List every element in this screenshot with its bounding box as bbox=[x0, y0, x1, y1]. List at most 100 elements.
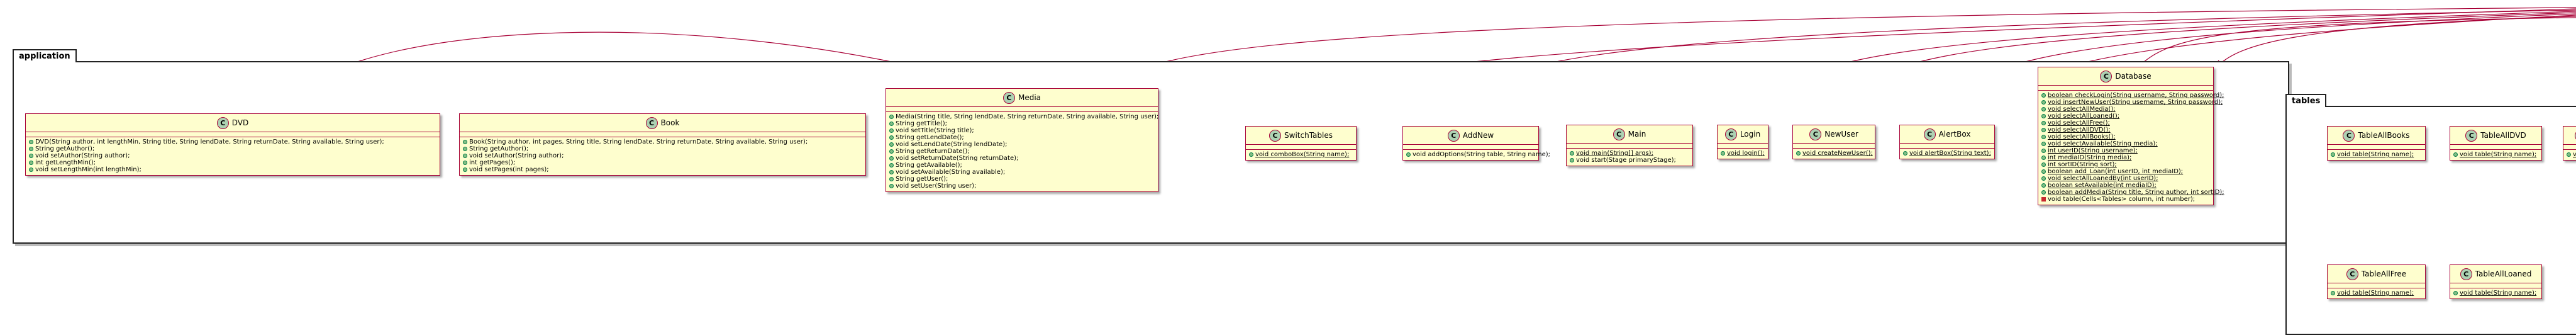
class-name: TableAllBooks bbox=[2358, 131, 2410, 140]
method-text: Book(String author, int pages, String ti… bbox=[469, 139, 808, 145]
method-row: void table(String name); bbox=[2331, 290, 2422, 297]
method-text: void setTitle(String title); bbox=[896, 127, 974, 134]
public-marker-icon bbox=[2041, 190, 2046, 195]
class-icon: C bbox=[1724, 128, 1737, 140]
public-marker-icon bbox=[29, 168, 33, 172]
method-text: void setUser(String user); bbox=[896, 183, 977, 190]
public-marker-icon bbox=[463, 161, 467, 165]
public-marker-icon bbox=[889, 156, 894, 161]
public-marker-icon bbox=[2041, 183, 2046, 188]
public-marker-icon bbox=[2041, 142, 2046, 146]
method-text: DVD(String author, int lengthMin, String… bbox=[35, 139, 384, 145]
method-row: void alertBox(String text); bbox=[1903, 150, 1991, 157]
class-name: NewUser bbox=[1824, 130, 1858, 139]
class-icon: C bbox=[216, 116, 229, 129]
method-row: void selectAllFree(); bbox=[2041, 120, 2210, 127]
method-row: boolean addMedia(String title, String au… bbox=[2041, 189, 2224, 196]
method-text: String getAuthor(); bbox=[35, 145, 95, 152]
class-methods: void createNewUser(); bbox=[1793, 149, 1875, 159]
method-text: void selectAvailable(String media); bbox=[2048, 140, 2158, 147]
class-fields bbox=[1567, 144, 1692, 149]
public-marker-icon bbox=[1570, 158, 1574, 162]
class-name: AlertBox bbox=[1938, 130, 1971, 139]
method-text: Media(String title, String lendDate, Str… bbox=[896, 113, 1159, 120]
class-icon: C bbox=[2460, 268, 2472, 280]
method-row: void selectAllBooks(); bbox=[2041, 133, 2210, 140]
public-marker-icon bbox=[1406, 152, 1411, 157]
method-row: int sortID(String sort); bbox=[2041, 161, 2210, 168]
class-tableallmedia[interactable]: Cvo bbox=[2563, 126, 2576, 161]
method-text: String getAvailable(); bbox=[896, 162, 962, 169]
method-row: int getPages(); bbox=[463, 159, 862, 166]
public-marker-icon bbox=[1249, 152, 1253, 157]
class-icon: C bbox=[2346, 268, 2358, 280]
method-row: int mediaID(String media); bbox=[2041, 154, 2210, 161]
method-text: String getLendDate(); bbox=[896, 134, 964, 141]
method-text: void createNewUser(); bbox=[1802, 150, 1873, 157]
class-fields bbox=[2038, 86, 2213, 91]
method-text: String getTitle(); bbox=[896, 120, 948, 127]
method-text: String getUser(); bbox=[896, 176, 948, 183]
method-text: void table(String name); bbox=[2460, 151, 2537, 158]
method-row: void setLendDate(String lendDate); bbox=[889, 141, 1155, 148]
public-marker-icon bbox=[463, 154, 467, 158]
method-text: void setReturnDate(String returnDate); bbox=[896, 155, 1019, 162]
public-marker-icon bbox=[2041, 93, 2046, 98]
public-marker-icon bbox=[29, 161, 33, 165]
method-text: void comboBox(String name); bbox=[1255, 151, 1350, 158]
method-row: vo bbox=[2567, 151, 2576, 158]
method-text: int userID(String username); bbox=[2048, 147, 2138, 154]
method-row: void setAuthor(String author); bbox=[463, 152, 862, 159]
class-methods: void table(String name); bbox=[2450, 150, 2541, 160]
public-marker-icon bbox=[1903, 151, 1907, 156]
class-fields bbox=[1718, 144, 1768, 149]
method-text: int sortID(String sort); bbox=[2048, 161, 2117, 168]
public-marker-icon bbox=[889, 128, 894, 133]
method-row: int userID(String username); bbox=[2041, 147, 2210, 154]
method-row: void selectAllMedia(); bbox=[2041, 106, 2210, 113]
public-marker-icon bbox=[2331, 152, 2335, 157]
method-row: String getAuthor(); bbox=[29, 145, 436, 152]
method-text: void addOptions(String table, String nam… bbox=[1413, 151, 1551, 158]
class-methods: void table(String name); bbox=[2328, 150, 2425, 160]
method-row: void selectAllLoanedBy(int userID); bbox=[2041, 175, 2210, 182]
method-text: void selectAllDVD(); bbox=[2048, 127, 2111, 133]
class-icon: C bbox=[2465, 129, 2478, 142]
method-text: void setAvailable(String available); bbox=[896, 169, 1006, 176]
method-row: void table(String name); bbox=[2331, 151, 2422, 158]
public-marker-icon bbox=[2331, 291, 2335, 295]
class-fields bbox=[2328, 283, 2425, 288]
method-text: void insertNewUser(String username, Stri… bbox=[2048, 99, 2223, 106]
class-fields bbox=[2450, 283, 2541, 288]
class-methods: Book(String author, int pages, String ti… bbox=[460, 137, 865, 175]
method-row: void selectAvailable(String media); bbox=[2041, 140, 2210, 147]
method-text: void main(String[] args); bbox=[1576, 150, 1653, 157]
method-text: vo bbox=[2573, 151, 2576, 158]
method-row: Book(String author, int pages, String ti… bbox=[463, 139, 862, 145]
method-text: void setLendDate(String lendDate); bbox=[896, 141, 1008, 148]
class-methods: void alertBox(String text); bbox=[1900, 149, 1994, 159]
class-fields bbox=[1246, 145, 1356, 150]
class-methods: void addOptions(String table, String nam… bbox=[1403, 150, 1550, 160]
class-methods: void table(String name); bbox=[2450, 288, 2541, 298]
method-text: void table(Cells<Tables> column, int num… bbox=[2048, 196, 2196, 203]
method-row: String getTitle(); bbox=[889, 120, 1155, 127]
